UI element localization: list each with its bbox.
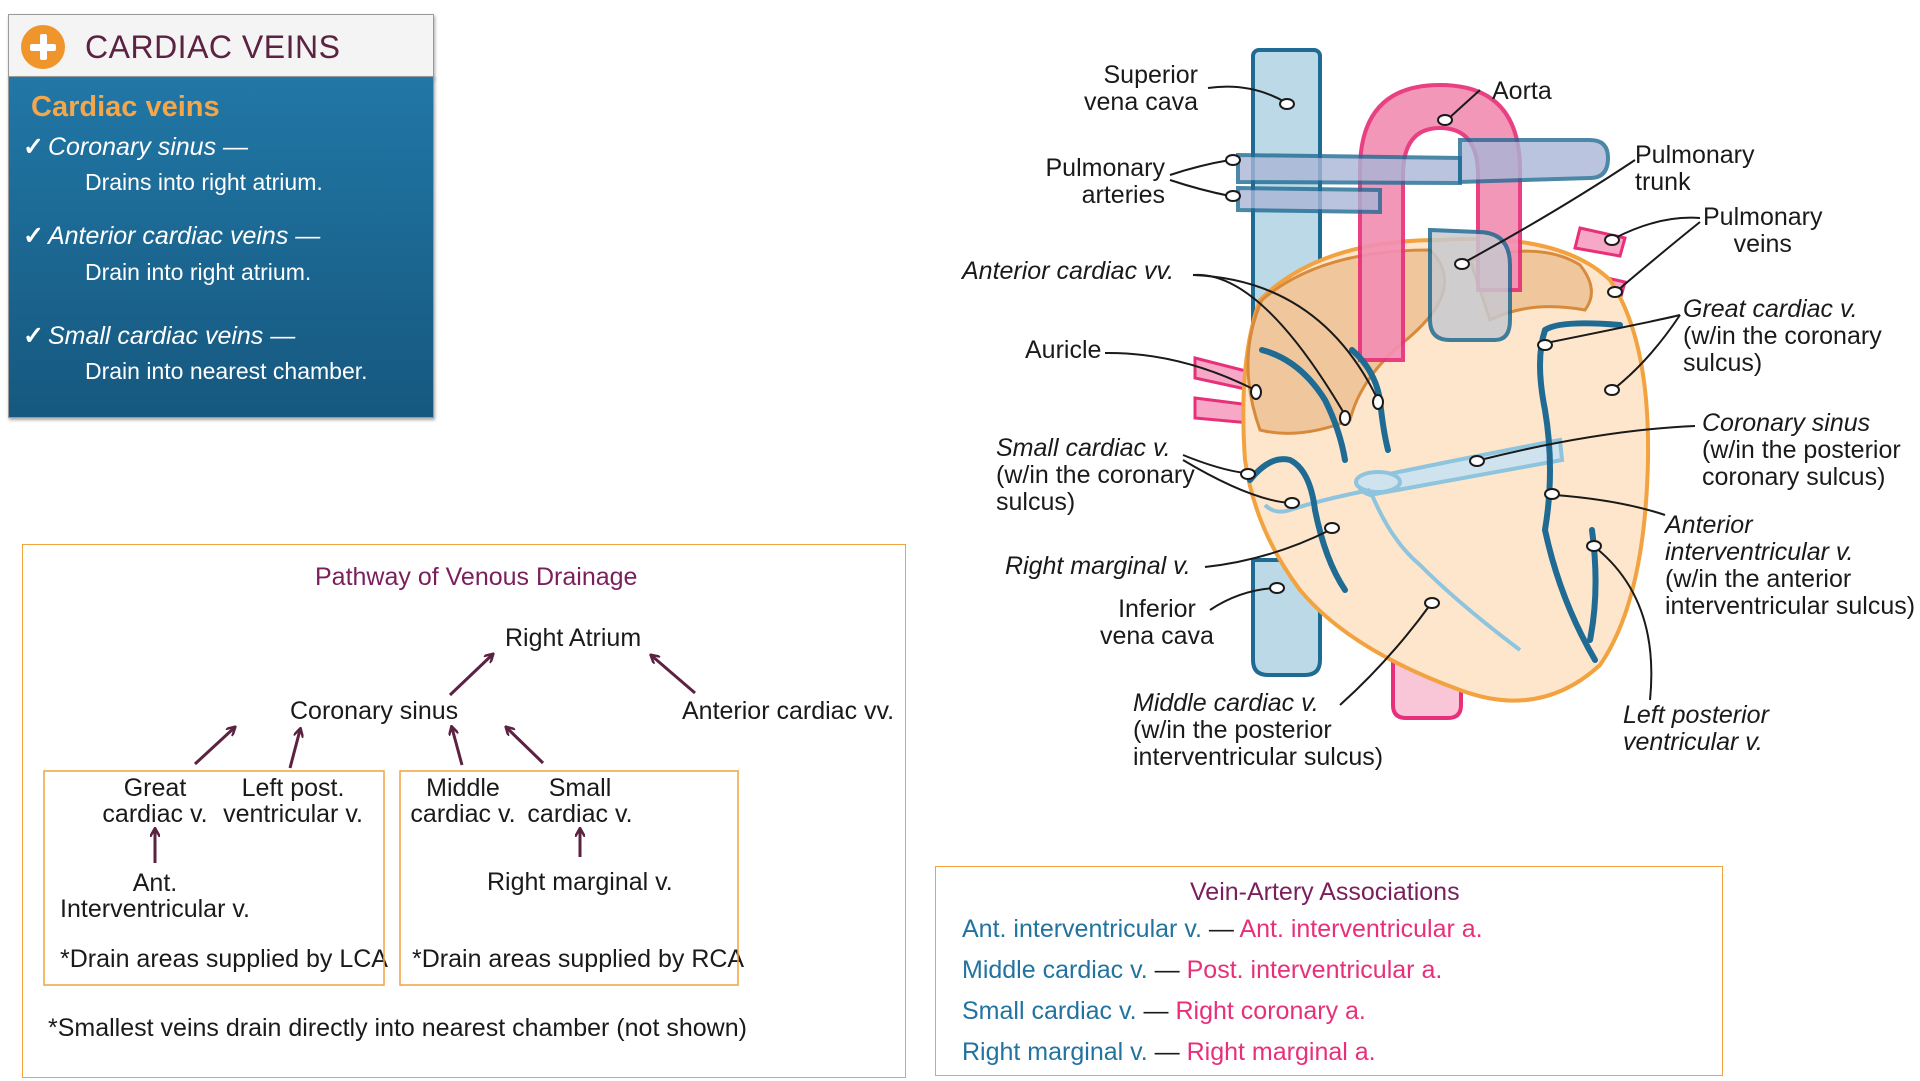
summary-item-anterior-cardiac: ✓Anterior cardiac veins — xyxy=(23,221,320,251)
label-anterior-cardiac-vv: Anterior cardiac vv. xyxy=(962,257,1175,285)
summary-heading: Cardiac veins xyxy=(31,91,220,123)
right-marginal-vein xyxy=(1247,456,1348,593)
pulmonary-artery-upper xyxy=(1236,152,1462,186)
check-icon: ✓ xyxy=(23,133,44,161)
pulmonary-trunk xyxy=(1428,227,1512,342)
arrow-anterior-to-atrium xyxy=(652,656,696,695)
pathway-title: Pathway of Venous Drainage xyxy=(315,563,638,591)
association-row: Right marginal v. — Right marginal a. xyxy=(962,1038,1376,1066)
anterior-cardiac-vein-1 xyxy=(1259,347,1348,463)
leader-lines xyxy=(1104,85,1701,706)
check-icon: ✓ xyxy=(23,322,44,350)
pathway-ant-interventricular: Ant.Interventricular v. xyxy=(60,869,250,923)
association-row: Small cardiac v. — Right coronary a. xyxy=(962,997,1366,1025)
pathway-arrows xyxy=(155,655,696,863)
page-title: CARDIAC VEINS xyxy=(85,29,341,65)
summary-desc: Drains into right atrium. xyxy=(85,169,323,195)
arrow-sinus-to-atrium xyxy=(448,655,492,697)
pathway-rca-note: *Drain areas supplied by RCA xyxy=(412,945,745,973)
pathway-panel xyxy=(22,544,906,1078)
pathway-anterior-cardiac: Anterior cardiac vv. xyxy=(682,697,895,725)
pathway-footnote: *Smallest veins drain directly into near… xyxy=(48,1014,747,1042)
arrow-small-to-sinus xyxy=(507,728,545,765)
label-right-marginal: Right marginal v. xyxy=(1005,552,1191,580)
pathway-coronary-sinus: Coronary sinus xyxy=(290,697,459,725)
arrow-middle-to-sinus xyxy=(452,728,464,766)
leader-endpoints xyxy=(1225,98,1623,609)
check-icon: ✓ xyxy=(23,222,44,250)
title-banner: CARDIAC VEINS xyxy=(8,14,434,78)
summary-desc: Drain into nearest chamber. xyxy=(85,358,368,384)
label-auricle: Auricle xyxy=(1025,336,1102,364)
small-cardiac-vein-light xyxy=(1263,488,1371,514)
rca-group-box xyxy=(399,770,739,986)
summary-desc: Drain into right atrium. xyxy=(85,259,312,285)
summary-term: Small cardiac veins — xyxy=(47,322,296,350)
associations-title: Vein-Artery Associations xyxy=(1190,878,1460,906)
cardiac-veins-dark xyxy=(1247,320,1623,663)
summary-panel: Cardiac veins ✓Coronary sinus — Drains i… xyxy=(8,76,434,418)
summary-term: Coronary sinus — xyxy=(47,133,249,161)
lca-group-box xyxy=(43,770,385,986)
plus-circle-icon xyxy=(21,25,65,69)
middle-cardiac-vein xyxy=(1368,489,1522,652)
arrow-leftpost-to-sinus xyxy=(288,730,300,769)
association-row: Middle cardiac v. — Post. interventricul… xyxy=(962,956,1443,984)
summary-item-coronary-sinus: ✓Coronary sinus — xyxy=(23,132,248,162)
pathway-right-atrium: Right Atrium xyxy=(505,624,642,652)
association-row: Ant. interventricular v. — Ant. interven… xyxy=(962,915,1483,943)
summary-item-small-cardiac: ✓Small cardiac veins — xyxy=(23,321,295,351)
pulmonary-artery-lower xyxy=(1236,185,1382,215)
pathway-left-post-ventricular: Left post.ventricular v. xyxy=(223,774,363,828)
great-cardiac-vein-top xyxy=(1542,320,1623,333)
associations-panel xyxy=(935,866,1723,1076)
pathway-right-marginal: Right marginal v. xyxy=(487,868,673,896)
arrow-great-to-sinus xyxy=(193,728,234,766)
coronary-sinus-opening xyxy=(1354,470,1402,494)
summary-term: Anterior cardiac veins — xyxy=(47,222,321,250)
pulmonary-artery-right xyxy=(1458,138,1611,185)
anterior-interventricular-vein xyxy=(1537,327,1598,663)
pathway-lca-note: *Drain areas supplied by LCA xyxy=(60,945,388,973)
label-aorta: Aorta xyxy=(1492,77,1552,105)
